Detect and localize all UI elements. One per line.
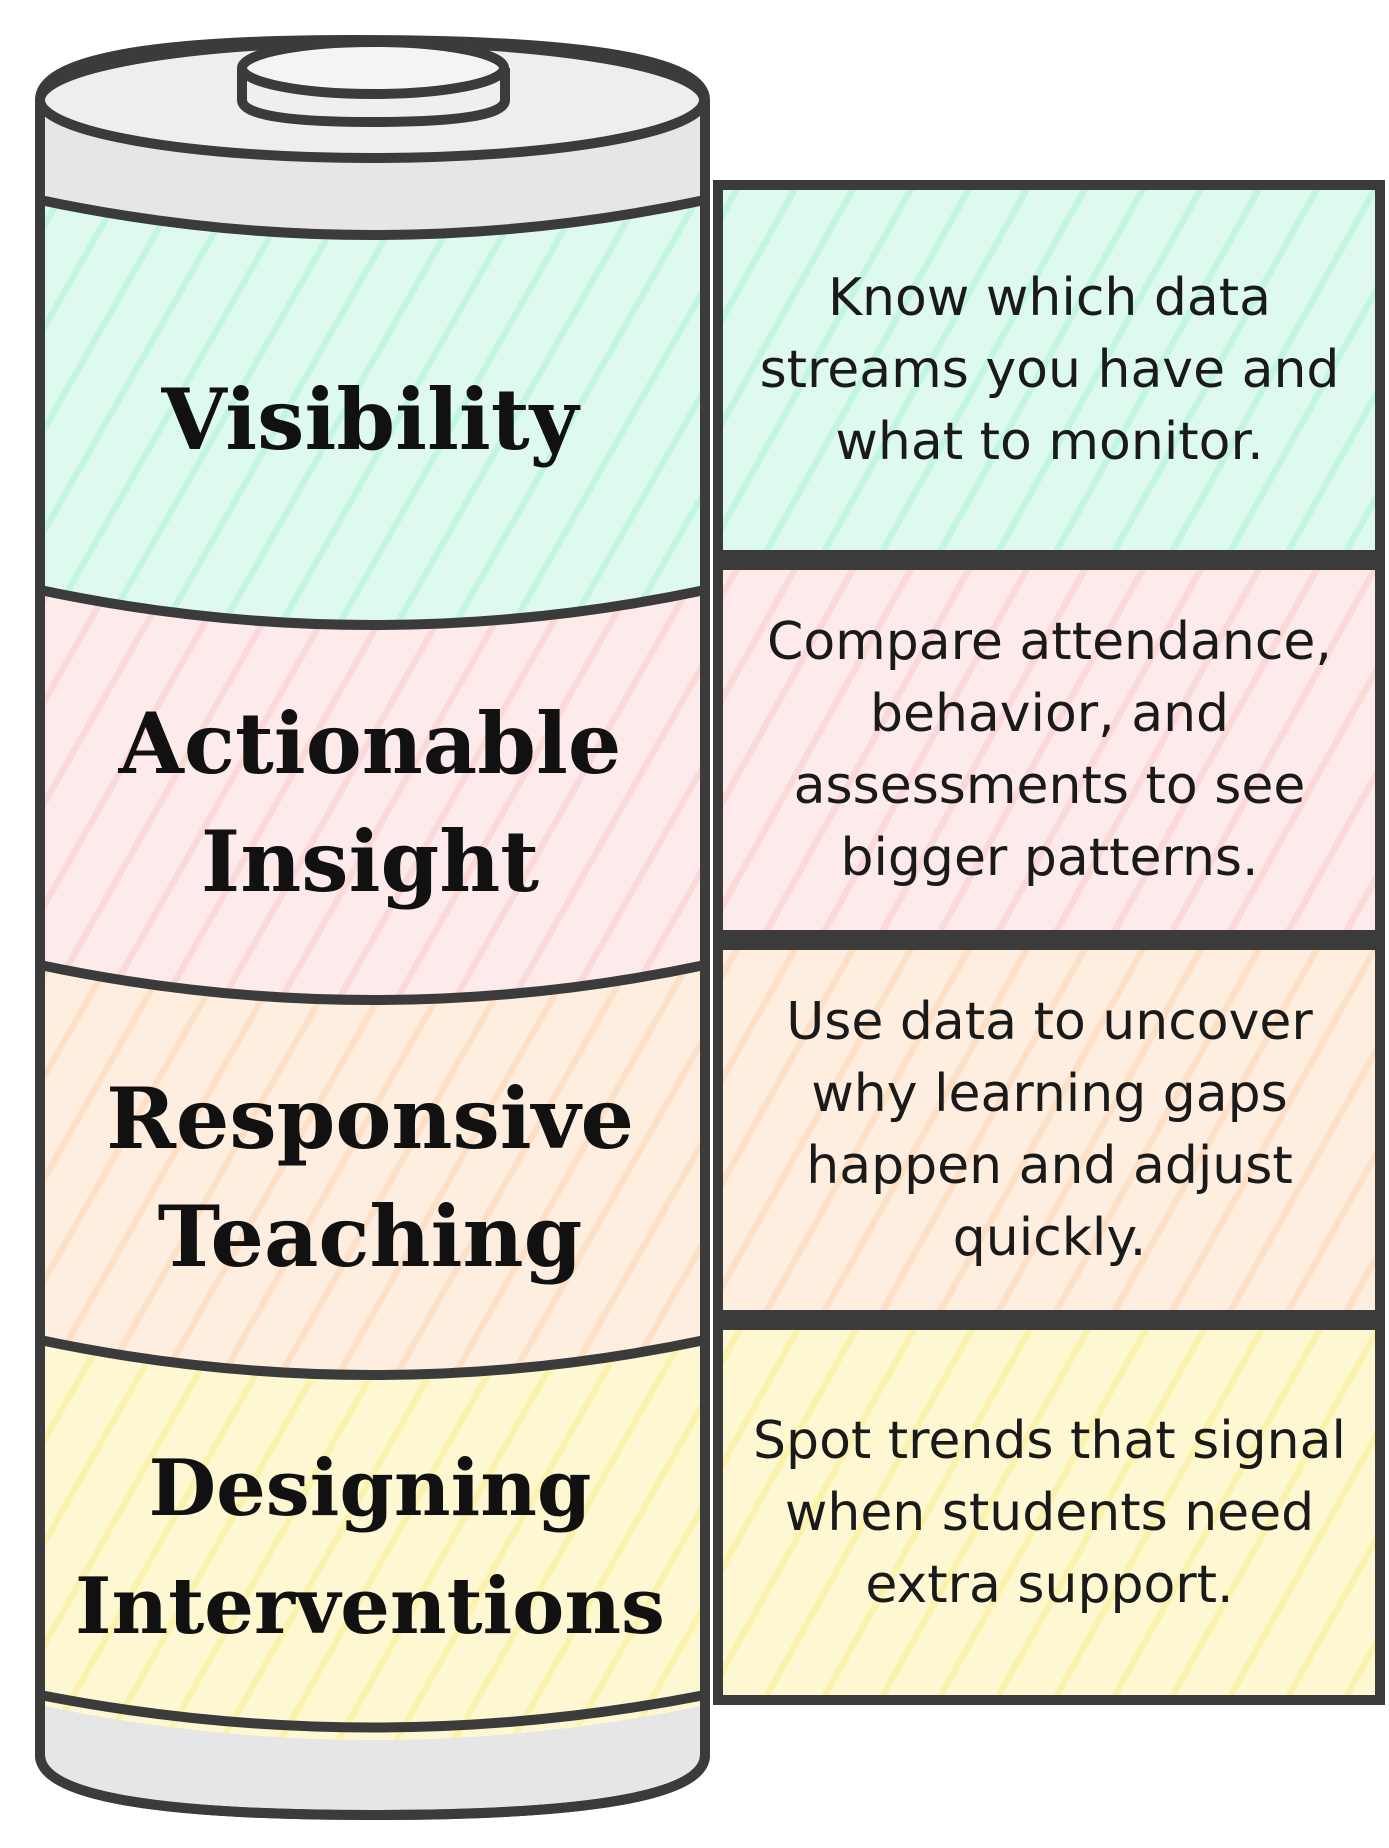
battery-layer-1	[35, 195, 710, 625]
layer-label-4: Designing Interventions	[75, 1442, 665, 1652]
description-box-4	[713, 1320, 1385, 1705]
battery-bottom-rim	[39, 1690, 706, 1733]
layer-description-3: Use data to uncover why learning gaps ha…	[786, 992, 1313, 1268]
description-box-3	[713, 940, 1385, 1320]
layer-description-1: Know which data streams you have and wha…	[759, 268, 1340, 472]
layer-label-1: Visibility	[161, 370, 579, 469]
layer-description-2: Compare attendance, behavior, and assess…	[767, 612, 1332, 888]
layer-label-2: Actionable Insight	[118, 693, 622, 911]
battery-layer-2	[35, 585, 710, 1000]
description-box-2	[713, 560, 1385, 940]
battery-terminal	[237, 37, 510, 128]
layer-description-4: Spot trends that signal when students ne…	[753, 1410, 1346, 1615]
layer-label-3: Responsive Teaching	[106, 1068, 634, 1286]
description-box-1	[713, 180, 1385, 560]
battery-bottom-edge	[35, 1754, 710, 1821]
